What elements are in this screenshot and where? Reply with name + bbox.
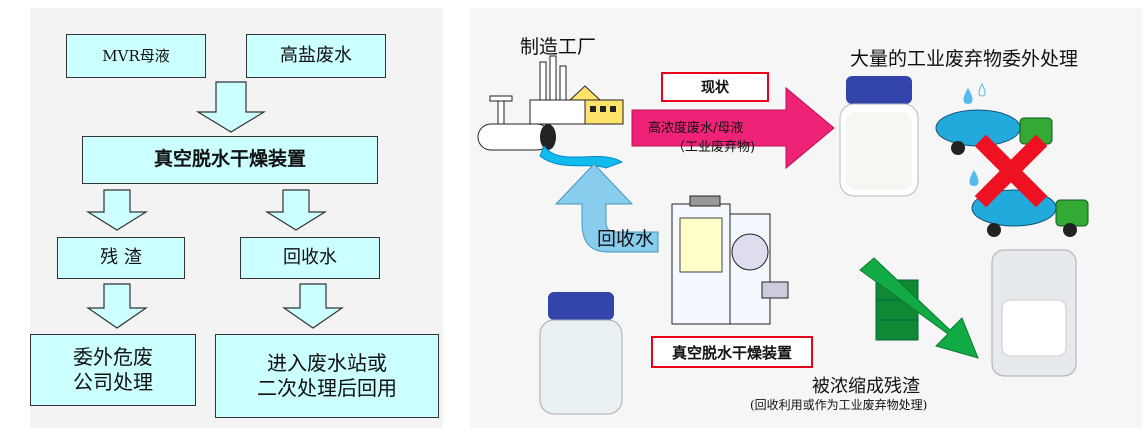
machine-icon bbox=[671, 195, 789, 325]
brine-label: 高盐废水 bbox=[280, 44, 352, 66]
residue-box: 残 渣 bbox=[57, 237, 185, 279]
arrow-down-right-2 bbox=[282, 283, 344, 329]
reuse-box: 进入废水站或 二次处理后回用 bbox=[215, 334, 439, 418]
recycled-water-label: 回收水 bbox=[597, 228, 655, 250]
residue-label: 残 渣 bbox=[100, 246, 142, 268]
mvr-label: MVR母液 bbox=[102, 46, 170, 65]
water-label: 回收水 bbox=[283, 246, 337, 268]
cross-icon bbox=[974, 134, 1048, 208]
outsource-line1: 委外危废 bbox=[73, 345, 153, 369]
mvr-box: MVR母液 bbox=[66, 34, 206, 78]
status-label: 现状 bbox=[701, 80, 729, 96]
outsource-box: 委外危废 公司处理 bbox=[30, 334, 196, 406]
device-box: 真空脱水干燥装置 bbox=[82, 136, 378, 184]
jar-icon bbox=[839, 76, 919, 197]
arrow-down-top bbox=[195, 81, 267, 133]
residue-note: (回收利用或作为工业废弃物处理) bbox=[750, 398, 928, 412]
jar-bottom-icon bbox=[539, 292, 623, 415]
factory-icon bbox=[477, 55, 624, 169]
blue-arrow bbox=[554, 163, 659, 253]
reuse-line2: 二次处理后回用 bbox=[257, 376, 397, 400]
residue-jar-icon bbox=[991, 249, 1077, 377]
residue-label: 被浓缩成残渣 bbox=[812, 376, 920, 397]
reuse-line1: 进入废水站或 bbox=[267, 351, 387, 375]
arrow-label-line1: 高浓度废水/母液 bbox=[648, 121, 744, 136]
device-label: 真空脱水干燥装置 bbox=[153, 148, 306, 171]
outsource-line2: 公司处理 bbox=[73, 370, 153, 394]
outsourced-label: 大量的工业废弃物委外处理 bbox=[850, 48, 1079, 70]
arrow-down-left-2 bbox=[86, 283, 148, 329]
device-badge: 真空脱水干燥装置 bbox=[651, 336, 813, 368]
arrow-down-right-1 bbox=[264, 189, 328, 231]
green-arrow bbox=[859, 257, 979, 359]
status-badge: 现状 bbox=[661, 72, 769, 102]
arrow-label-line2: （工业废弃物) bbox=[672, 140, 756, 155]
factory-label: 制造工厂 bbox=[520, 36, 597, 58]
water-box: 回收水 bbox=[240, 237, 380, 279]
device-badge-label: 真空脱水干燥装置 bbox=[671, 343, 792, 362]
brine-box: 高盐废水 bbox=[246, 34, 386, 78]
pink-arrow bbox=[631, 86, 835, 170]
arrow-down-left-1 bbox=[85, 189, 149, 231]
